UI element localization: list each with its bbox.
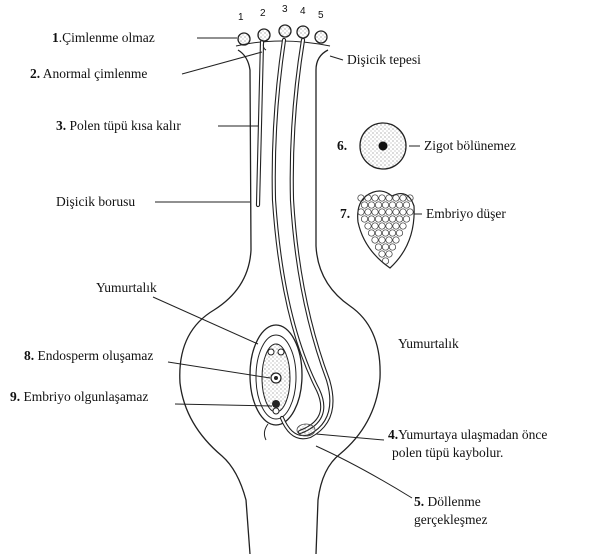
label-8: 8. Endosperm oluşamaz	[24, 348, 153, 363]
pollen-grain-3	[279, 25, 291, 37]
label-ovary-right: Yumurtalık	[398, 336, 459, 351]
label-6-num: 6.	[337, 138, 347, 153]
label-4-line1: 4.Yumurtaya ulaşmadan önce	[388, 427, 547, 442]
pollen-number-1: 1	[238, 12, 244, 23]
pollen-number-3: 3	[282, 4, 288, 15]
synergid-top-2	[278, 349, 284, 355]
label-style: Dişicik borusu	[56, 194, 135, 209]
synergid-bottom	[273, 408, 279, 414]
label-9: 9. Embriyo olgunlaşamaz	[10, 389, 148, 404]
label-7: Embriyo düşer	[426, 206, 506, 221]
pollen-grain-5	[315, 31, 327, 43]
zygote-nucleus	[379, 142, 388, 151]
label-ovary-left: Yumurtalık	[96, 280, 157, 295]
pollen-tube-2-abnormal	[263, 41, 266, 50]
pollen-grain-4	[297, 26, 309, 38]
pollen-number-4: 4	[300, 6, 306, 17]
label-7-num: 7.	[340, 206, 350, 221]
label-1: 1.Çimlenme olmaz	[52, 30, 155, 45]
label-5-line2: gerçekleşmez	[414, 512, 487, 527]
pollen-number-2: 2	[260, 8, 266, 19]
disintegrated-tube-tip	[297, 424, 315, 436]
pollen-grain-2	[258, 29, 270, 41]
synergid-top-1	[268, 349, 274, 355]
egg-cell	[272, 400, 280, 408]
funiculus	[264, 424, 268, 440]
label-3: 3. Polen tüpü kısa kalır	[56, 118, 181, 133]
dropped-embryo	[358, 191, 414, 268]
label-stigma: Dişicik tepesi	[347, 52, 421, 67]
pistil-outline-right	[316, 50, 380, 554]
label-2: 2. Anormal çimlenme	[30, 66, 147, 81]
pollen-grain-1	[238, 33, 250, 45]
polar-nucleus-core	[274, 376, 278, 380]
label-5-line1: 5. Döllenme	[414, 494, 481, 509]
label-4-line2: polen tüpü kaybolur.	[392, 445, 503, 460]
pollen-number-5: 5	[318, 10, 324, 21]
label-6: Zigot bölünemez	[424, 138, 516, 153]
